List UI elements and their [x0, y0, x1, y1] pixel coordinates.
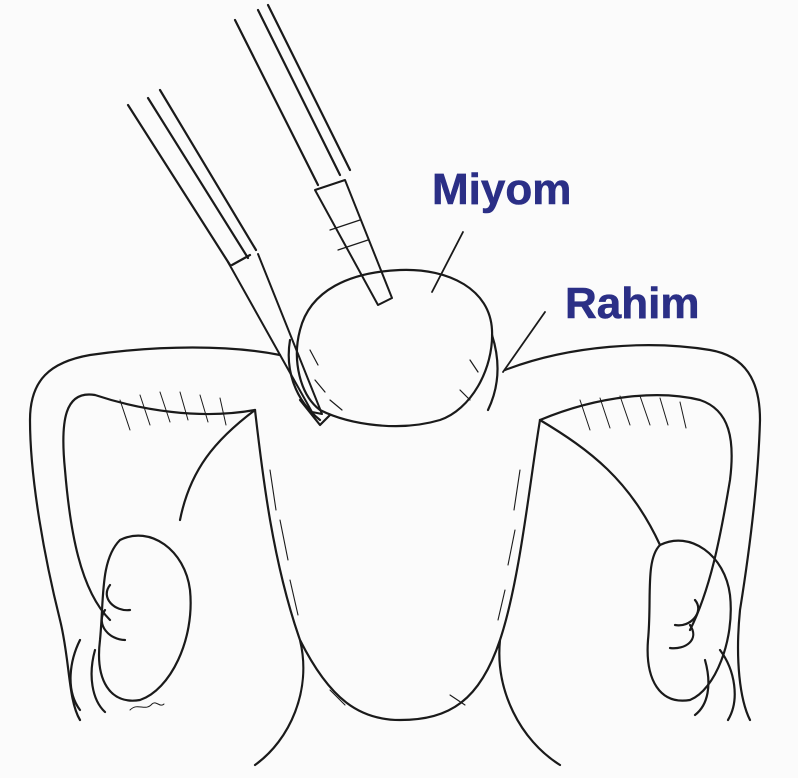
artist-signature — [130, 703, 164, 710]
myoma-label: Miyom — [432, 168, 571, 212]
uterus-outline — [255, 410, 560, 765]
ligament-hatching — [120, 392, 686, 430]
uterus-hatching — [270, 470, 520, 705]
left-ligament — [30, 348, 280, 721]
left-tube — [180, 410, 255, 520]
left-ovary — [99, 536, 191, 701]
right-tube — [540, 420, 660, 545]
right-fimbriae — [670, 600, 735, 720]
right-ligament — [505, 345, 760, 720]
right-trocar — [235, 5, 392, 305]
myoma-leader-line — [432, 232, 463, 292]
right-ovary — [648, 541, 731, 701]
uterus-label: Rahim — [565, 282, 699, 326]
myoma-hatching — [310, 350, 478, 410]
myoma-mass — [297, 270, 492, 426]
